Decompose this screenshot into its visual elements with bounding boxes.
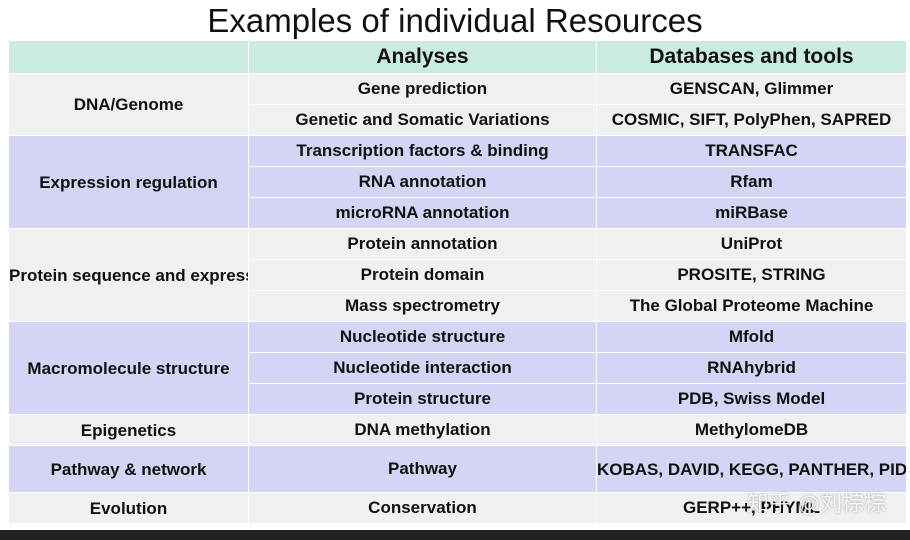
category-epigenetics: Epigenetics bbox=[8, 414, 249, 446]
table-row: Expression regulation Transcription fact… bbox=[8, 135, 907, 229]
table-row: Nucleotide interaction RNAhybrid bbox=[9, 352, 907, 384]
tool-cell: The Global Proteome Machine bbox=[596, 290, 907, 322]
tool-cell: MethylomeDB bbox=[596, 414, 907, 446]
category-protein: Protein sequence and expression bbox=[8, 228, 249, 322]
table-row: Mass spectrometry The Global Proteome Ma… bbox=[9, 290, 907, 322]
analysis-cell: Transcription factors & binding bbox=[248, 135, 597, 167]
header-empty bbox=[8, 40, 249, 74]
analysis-cell: Genetic and Somatic Variations bbox=[248, 104, 597, 136]
analysis-cell: Mass spectrometry bbox=[248, 290, 597, 322]
table-row: Protein sequence and expression Protein … bbox=[8, 228, 907, 322]
category-evolution: Evolution bbox=[8, 492, 249, 524]
category-pathway: Pathway & network bbox=[8, 445, 249, 493]
table-row: Epigenetics DNA methylation MethylomeDB bbox=[8, 414, 907, 446]
tool-cell: GENSCAN, Glimmer bbox=[596, 73, 907, 105]
tool-cell: PROSITE, STRING bbox=[596, 259, 907, 291]
table-row: Protein structure PDB, Swiss Model bbox=[9, 383, 907, 415]
header-analyses: Analyses bbox=[248, 40, 597, 74]
analysis-cell: Protein domain bbox=[248, 259, 597, 291]
analysis-cell: Nucleotide interaction bbox=[248, 352, 597, 384]
analysis-cell: Conservation bbox=[248, 492, 597, 524]
tool-cell: Mfold bbox=[596, 321, 907, 353]
analysis-cell: Gene prediction bbox=[248, 73, 597, 105]
tool-cell: UniProt bbox=[596, 228, 907, 260]
table-row: Protein domain PROSITE, STRING bbox=[9, 259, 907, 291]
analysis-cell: Nucleotide structure bbox=[248, 321, 597, 353]
table-row: microRNA annotation miRBase bbox=[9, 197, 907, 229]
tool-cell: miRBase bbox=[596, 197, 907, 229]
slide-title: Examples of individual Resources bbox=[207, 2, 703, 39]
tool-cell: Rfam bbox=[596, 166, 907, 198]
tool-cell: RNAhybrid bbox=[596, 352, 907, 384]
analysis-cell: microRNA annotation bbox=[248, 197, 597, 229]
bottom-bar bbox=[0, 530, 910, 540]
header-tools: Databases and tools bbox=[596, 40, 907, 74]
resources-table: Analyses Databases and tools DNA/Genome … bbox=[8, 40, 907, 524]
header-row: Analyses Databases and tools bbox=[8, 40, 907, 74]
analysis-cell: Protein structure bbox=[248, 383, 597, 415]
table-row: Macromolecule structure Nucleotide struc… bbox=[8, 321, 907, 415]
category-macromolecule: Macromolecule structure bbox=[8, 321, 249, 415]
category-dna-genome: DNA/Genome bbox=[8, 73, 249, 136]
table-row: Pathway & network Pathway KOBAS, DAVID, … bbox=[8, 445, 907, 493]
analysis-cell: DNA methylation bbox=[248, 414, 597, 446]
tool-cell: PDB, Swiss Model bbox=[596, 383, 907, 415]
tool-cell: TRANSFAC bbox=[596, 135, 907, 167]
table-row: Evolution Conservation GERP++, PHYML bbox=[8, 492, 907, 524]
tool-cell: GERP++, PHYML bbox=[596, 492, 907, 524]
category-expression-regulation: Expression regulation bbox=[8, 135, 249, 229]
analysis-cell: RNA annotation bbox=[248, 166, 597, 198]
tool-cell: COSMIC, SIFT, PolyPhen, SAPRED bbox=[596, 104, 907, 136]
table-row: DNA/Genome Gene prediction GENSCAN, Glim… bbox=[8, 73, 907, 136]
watermark-text: 知乎 @刘棕棕 bbox=[747, 492, 886, 517]
table-row: Genetic and Somatic Variations COSMIC, S… bbox=[9, 104, 907, 136]
analysis-cell: Protein annotation bbox=[248, 228, 597, 260]
analysis-cell: Pathway bbox=[248, 445, 597, 493]
